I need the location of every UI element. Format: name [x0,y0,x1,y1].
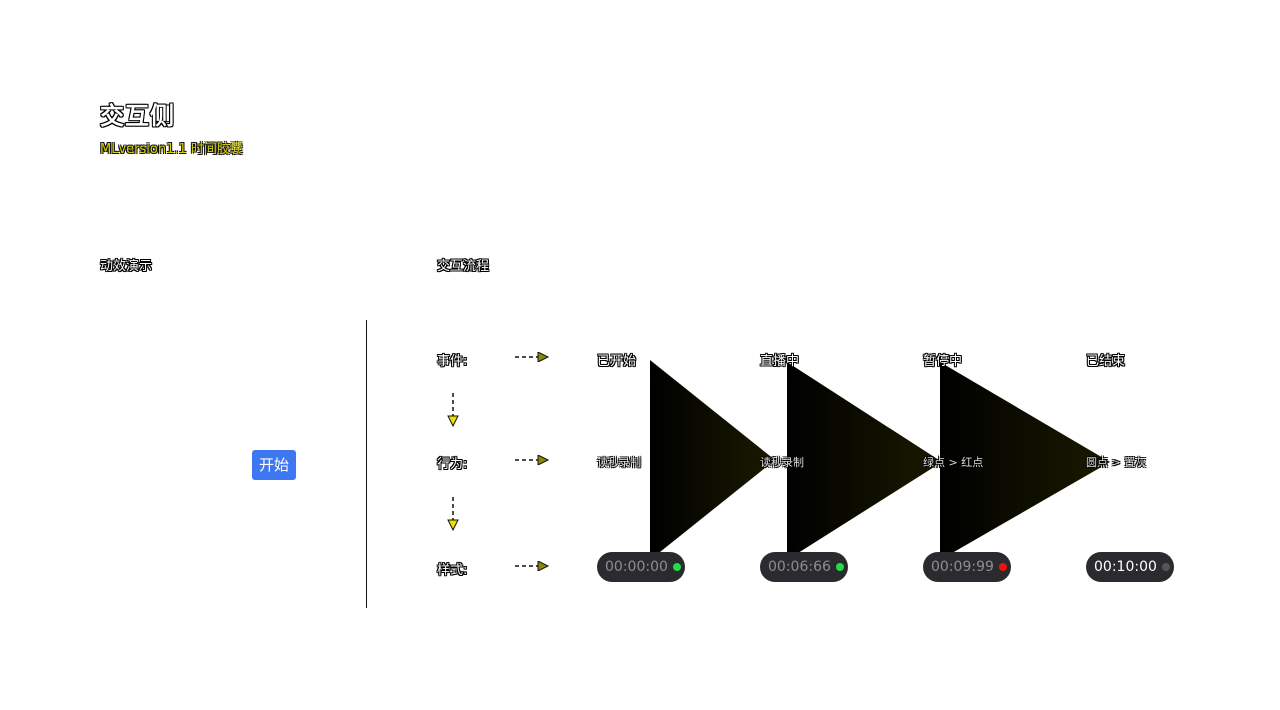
dashed-arrow-right-icon [515,455,550,465]
status-dot-icon [1162,563,1170,571]
behavior-live: 读秒录制 [760,456,804,469]
capsule-time: 00:06:66 [768,559,831,575]
capsule-time: 00:00:00 [605,559,668,575]
time-capsule-ended: 00:10:00 [1086,552,1174,582]
start-button[interactable]: 开始 [252,450,296,480]
behavior-ended: 圆点 > 置灰 [1086,456,1147,469]
dashed-arrow-right-icon [515,352,550,362]
page-subtitle: MLversion1.1 时间胶囊 [100,142,243,157]
time-capsule-started: 00:00:00 [597,552,685,582]
status-dot-icon [999,563,1007,571]
behavior-started: 读秒录制 [597,456,641,469]
flow-triangle-1 [650,360,775,560]
row-label-style: 样式: [437,563,468,578]
status-dot-icon [673,563,681,571]
dashed-arrow-down-icon [447,393,459,428]
page-title: 交互侧 [100,102,175,130]
capsule-time: 00:10:00 [1094,559,1157,575]
status-dot-icon [836,563,844,571]
row-label-event: 事件: [437,354,468,369]
time-capsule-paused: 00:09:99 [923,552,1011,582]
behavior-paused: 绿点 > 红点 [923,456,984,469]
row-label-behavior: 行为: [437,457,468,472]
vertical-divider [366,320,367,608]
event-paused: 暂停中 [923,354,963,369]
flow-section-label: 交互流程 [437,259,490,274]
dashed-arrow-right-icon [515,561,550,571]
flow-triangle-2 [787,362,942,560]
demo-section-label: 动效演示 [100,259,153,274]
event-ended: 已结束 [1086,354,1126,369]
time-capsule-live: 00:06:66 [760,552,848,582]
dashed-arrow-down-icon [447,497,459,532]
capsule-time: 00:09:99 [931,559,994,575]
event-started: 已开始 [597,354,637,369]
event-live: 直播中 [760,354,800,369]
